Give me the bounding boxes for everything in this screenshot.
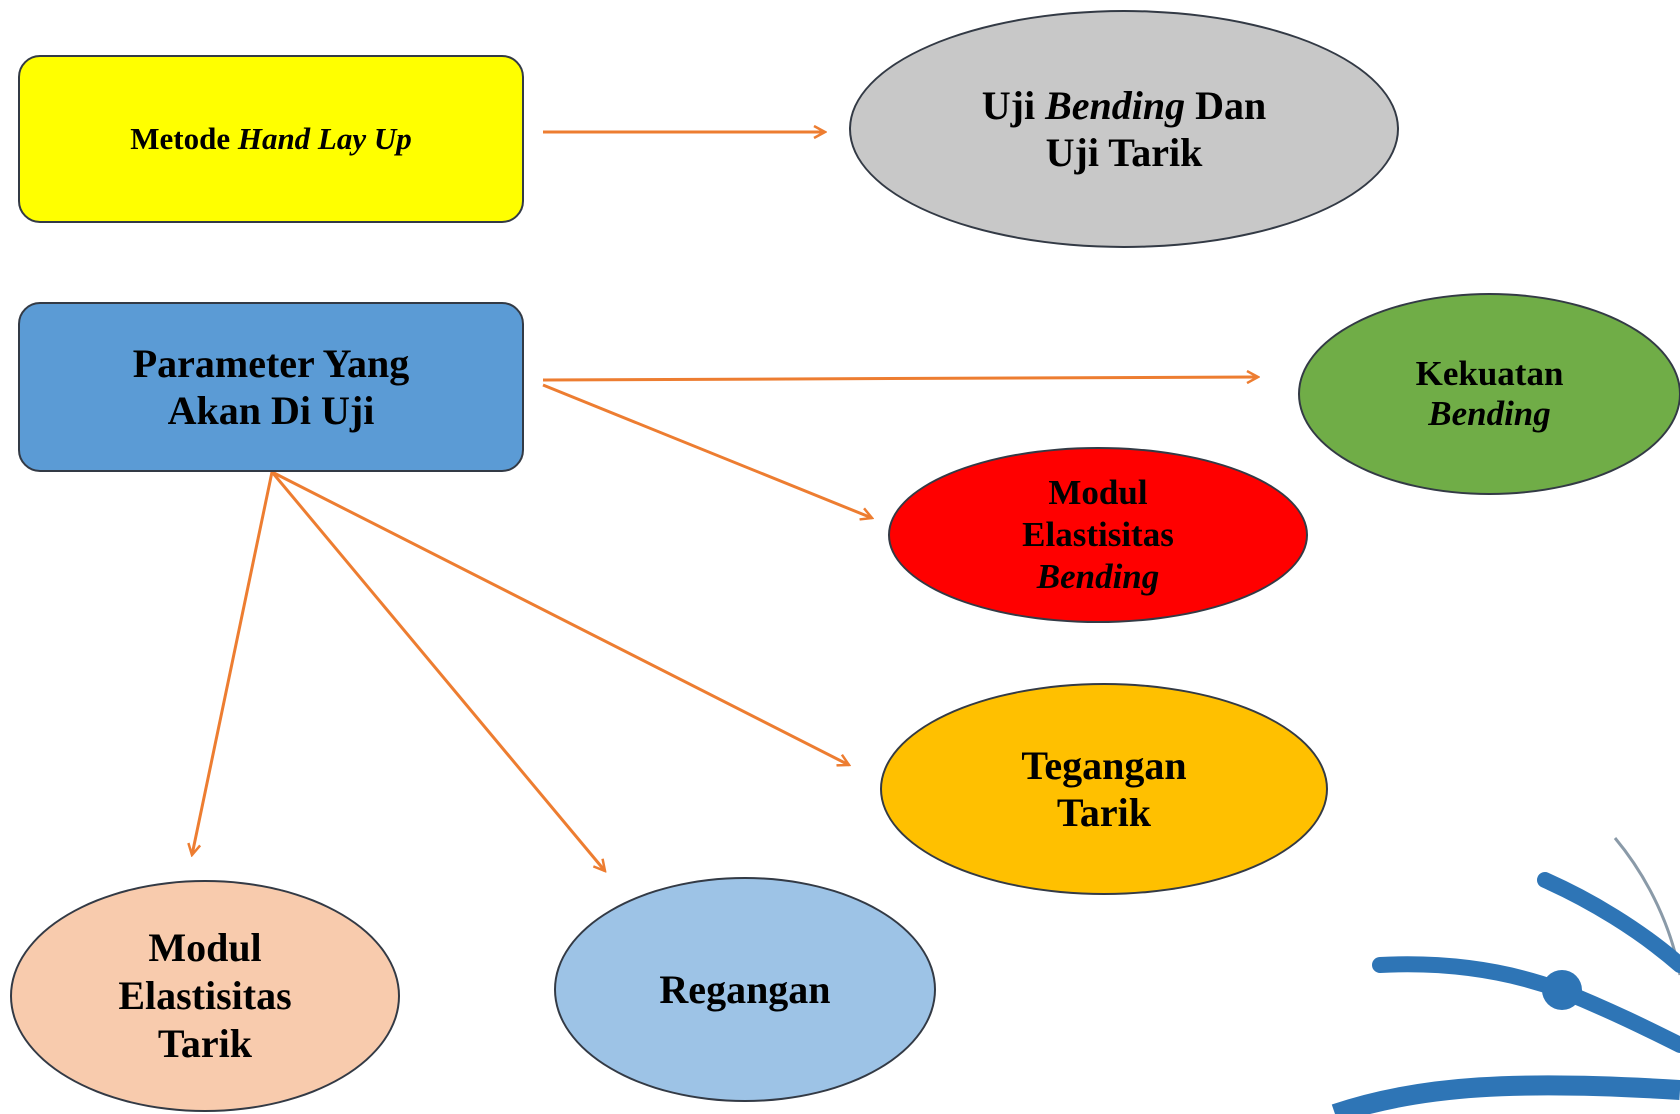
tegangan-tarik-ellipse: Tegangan Tarik: [880, 683, 1328, 895]
uji-label: Uji Bending Dan Uji Tarik: [981, 83, 1267, 175]
tegangan-label: Tegangan Tarik: [1021, 743, 1187, 835]
modul-bending-label: Modul Elastisitas Bending: [1022, 473, 1174, 596]
modul-elastisitas-tarik-ellipse: Modul Elastisitas Tarik: [10, 880, 400, 1112]
uji-bending-tarik-ellipse: Uji Bending Dan Uji Tarik: [849, 10, 1399, 248]
kekuatan-label: Kekuatan Bending: [1415, 354, 1564, 433]
kekuatan-bending-ellipse: Kekuatan Bending: [1298, 293, 1680, 495]
parameter-box: Parameter Yang Akan Di Uji: [18, 302, 524, 472]
parameter-label: Parameter Yang Akan Di Uji: [132, 341, 410, 433]
regangan-ellipse: Regangan: [554, 877, 936, 1102]
metode-label: Metode Hand Lay Up: [130, 121, 412, 156]
regangan-label: Regangan: [659, 967, 831, 1012]
modul-elastisitas-bending-ellipse: Modul Elastisitas Bending: [888, 447, 1308, 623]
metode-hand-lay-up-box: Metode Hand Lay Up: [18, 55, 524, 223]
modul-tarik-label: Modul Elastisitas Tarik: [118, 925, 292, 1066]
